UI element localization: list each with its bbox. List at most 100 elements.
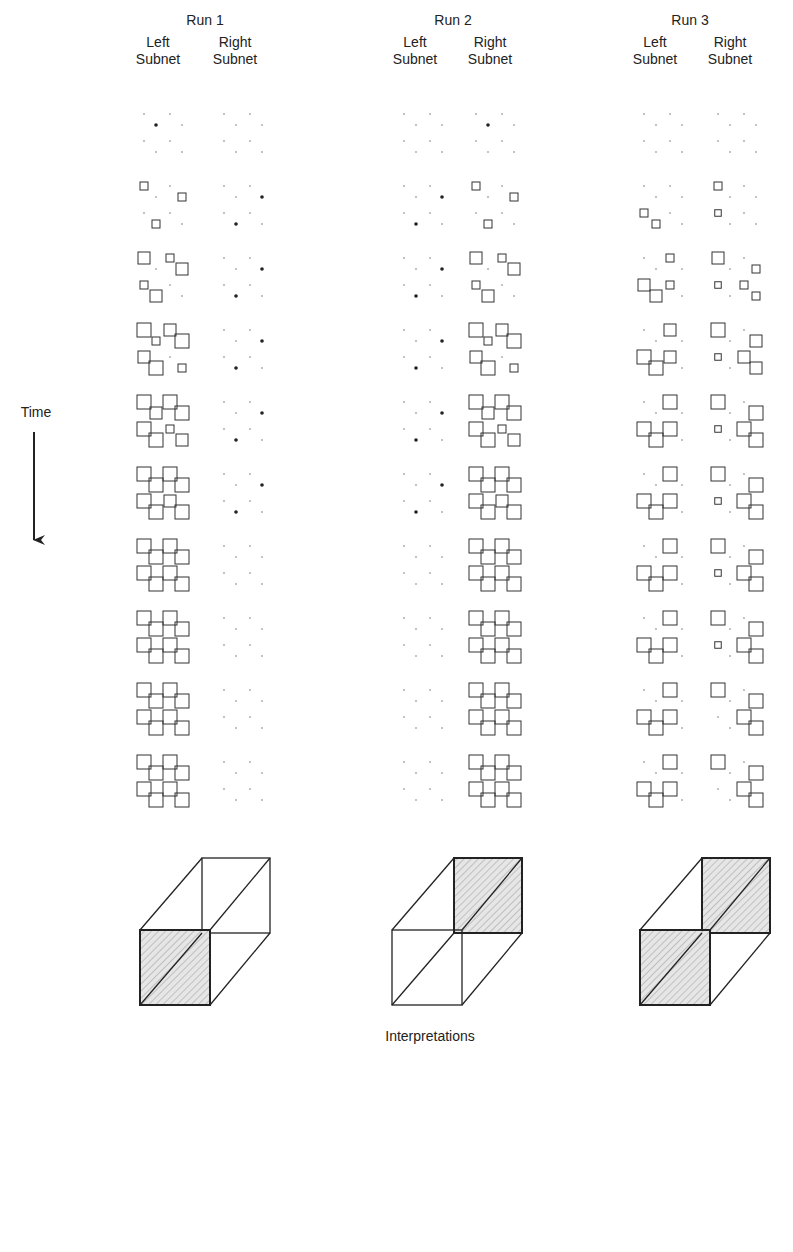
inactive-unit xyxy=(415,268,417,270)
inactive-unit xyxy=(169,284,171,286)
active-unit xyxy=(715,210,722,217)
inactive-unit xyxy=(655,628,657,630)
inactive-unit xyxy=(681,727,683,729)
inactive-unit xyxy=(441,727,443,729)
active-unit xyxy=(175,406,189,420)
active-unit xyxy=(663,422,677,436)
inactive-unit xyxy=(729,583,731,585)
active-unit xyxy=(175,694,189,708)
inactive-unit xyxy=(249,572,251,574)
active-unit xyxy=(469,395,483,409)
active-unit xyxy=(152,337,160,345)
inactive-unit xyxy=(681,196,683,198)
active-unit xyxy=(712,252,724,264)
active-unit xyxy=(652,220,660,228)
active-unit xyxy=(507,721,521,735)
active-unit xyxy=(149,361,163,375)
inactive-unit xyxy=(403,257,405,259)
active-unit xyxy=(711,467,725,481)
caption-label: Interpretations xyxy=(360,1028,500,1045)
inactive-unit xyxy=(755,196,757,198)
inactive-unit xyxy=(403,140,405,142)
weak-unit xyxy=(234,438,238,442)
inactive-unit xyxy=(475,140,477,142)
active-unit xyxy=(663,467,677,481)
active-unit xyxy=(749,622,763,636)
active-unit xyxy=(149,649,163,663)
inactive-unit xyxy=(501,356,503,358)
inactive-unit xyxy=(655,340,657,342)
inactive-unit xyxy=(223,473,225,475)
active-unit xyxy=(482,407,494,419)
active-unit xyxy=(715,498,722,505)
inactive-unit xyxy=(669,140,671,142)
inactive-unit xyxy=(249,689,251,691)
cube-back-face xyxy=(454,858,522,933)
active-unit xyxy=(140,281,148,289)
active-unit xyxy=(715,426,722,433)
inactive-unit xyxy=(235,124,237,126)
inactive-unit xyxy=(261,700,263,702)
active-unit xyxy=(166,254,174,262)
inactive-unit xyxy=(487,268,489,270)
active-unit xyxy=(137,323,151,337)
inactive-unit xyxy=(415,340,417,342)
inactive-unit xyxy=(403,689,405,691)
inactive-unit xyxy=(643,545,645,547)
inactive-unit xyxy=(235,151,237,153)
active-unit xyxy=(640,209,648,217)
active-unit xyxy=(749,478,763,492)
inactive-unit xyxy=(249,545,251,547)
inactive-unit xyxy=(501,113,503,115)
active-unit xyxy=(715,642,722,649)
active-unit xyxy=(749,649,763,663)
inactive-unit xyxy=(441,367,443,369)
weak-unit xyxy=(440,267,444,271)
cube-edge xyxy=(140,933,202,1005)
active-unit xyxy=(507,622,521,636)
inactive-unit xyxy=(729,367,731,369)
inactive-unit xyxy=(743,329,745,331)
inactive-unit xyxy=(429,212,431,214)
inactive-unit xyxy=(169,185,171,187)
inactive-unit xyxy=(501,212,503,214)
active-unit xyxy=(149,478,163,492)
subnet-heading: Right Subnet xyxy=(703,34,757,68)
inactive-unit xyxy=(169,356,171,358)
inactive-unit xyxy=(441,151,443,153)
inactive-unit xyxy=(223,617,225,619)
inactive-unit xyxy=(155,151,157,153)
inactive-unit xyxy=(429,401,431,403)
inactive-unit xyxy=(235,727,237,729)
inactive-unit xyxy=(223,689,225,691)
inactive-unit xyxy=(729,628,731,630)
inactive-unit xyxy=(249,401,251,403)
run-heading: Run 2 xyxy=(413,12,493,29)
active-unit xyxy=(175,505,189,519)
inactive-unit xyxy=(403,572,405,574)
active-unit xyxy=(508,434,520,446)
cube-edge xyxy=(210,858,270,930)
cube-back-face xyxy=(702,858,770,933)
inactive-unit xyxy=(681,223,683,225)
active-unit xyxy=(715,570,722,577)
inactive-unit xyxy=(743,212,745,214)
active-unit xyxy=(663,566,677,580)
active-unit xyxy=(749,766,763,780)
active-unit xyxy=(510,193,518,201)
weak-unit xyxy=(154,123,158,127)
subnet-heading: Right Subnet xyxy=(208,34,262,68)
active-unit xyxy=(740,281,748,289)
inactive-unit xyxy=(223,716,225,718)
inactive-unit xyxy=(261,799,263,801)
weak-unit xyxy=(414,510,418,514)
active-unit xyxy=(749,550,763,564)
active-unit xyxy=(649,361,663,375)
active-unit xyxy=(472,182,480,190)
inactive-unit xyxy=(235,412,237,414)
active-unit xyxy=(663,395,677,409)
weak-unit xyxy=(260,195,264,199)
inactive-unit xyxy=(429,716,431,718)
active-unit xyxy=(498,254,506,262)
inactive-unit xyxy=(143,113,145,115)
